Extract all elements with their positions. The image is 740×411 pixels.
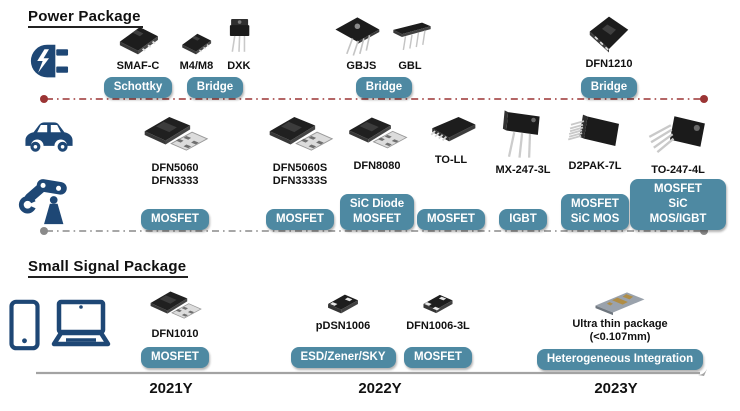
dfn1210-chip-image	[586, 14, 632, 56]
ultra-thin-chip-image	[588, 288, 652, 316]
small-signal-heading: Small Signal Package	[28, 258, 189, 278]
package-name: SMAF-C	[116, 60, 160, 72]
row-separator-red	[38, 93, 710, 105]
package-group-d2pak-7l: D2PAK-7L MOSFET SiC MOS	[559, 110, 631, 230]
package-group-dfn1010: DFN1010 MOSFET	[137, 286, 213, 368]
package-name: TO-247-4L	[651, 164, 705, 176]
package-group-to-ll: TO-LL MOSFET	[416, 110, 486, 230]
smaf-c-chip-image	[109, 18, 167, 58]
pdsn1006-chip-image	[322, 290, 364, 318]
package-type-badge: Bridge	[355, 77, 413, 98]
package-type-badge: MOSFET	[417, 209, 485, 230]
package-group-ultra-thin: Ultra thin package (<0.107mm) Heterogene…	[524, 288, 716, 370]
package-type-badge: Heterogeneous Integration	[536, 349, 704, 370]
package-group-dfn5060: DFN5060 DFN3333 MOSFET	[137, 110, 213, 230]
package-group-m4m8-dxk: M4/M8 DXK Bridge	[174, 14, 256, 98]
gbl-chip-image	[389, 16, 435, 58]
timeline-year-2022: 2022Y	[358, 380, 402, 397]
dfn8080-chip-image	[344, 110, 410, 158]
package-name: TO-LL	[434, 154, 468, 166]
robot-arm-icon	[14, 168, 76, 228]
package-type-badge: ESD/Zener/SKY	[290, 347, 396, 368]
package-type-badge: MOSFET	[404, 347, 472, 368]
mx-247-3l-chip-image	[496, 106, 550, 162]
package-name: DFN1006-3L	[406, 320, 470, 332]
dfn5060-chip-image	[139, 110, 211, 160]
package-name: pDSN1006	[315, 320, 371, 332]
package-group-to-247-4l: TO-247-4L MOSFET SiC MOS/IGBT	[630, 110, 726, 230]
package-type-badge: IGBT	[499, 209, 547, 230]
package-group-gbjs-gbl: GBJS GBL Bridge	[328, 14, 440, 98]
m4m8-chip-image	[174, 26, 218, 58]
package-type-badge: MOSFET SiC MOS	[560, 194, 630, 230]
package-name: GBJS	[346, 60, 377, 72]
package-type-badge: SiC Diode MOSFET	[339, 194, 415, 230]
package-name: GBL	[398, 60, 422, 72]
dfn1006-3l-chip-image	[418, 290, 458, 318]
plug-icon	[20, 38, 78, 84]
package-group-dfn1006-3l: DFN1006-3L MOSFET	[400, 290, 476, 368]
package-name: DXK	[227, 60, 251, 72]
d2pak-7l-chip-image	[565, 110, 625, 158]
car-icon	[20, 112, 78, 158]
package-group-dfn5060s: DFN5060S DFN3333S MOSFET	[262, 110, 338, 230]
to-247-4l-chip-image	[645, 110, 711, 162]
package-name: DFN5060S DFN3333S	[272, 162, 328, 187]
to-ll-chip-image	[421, 110, 481, 152]
package-name: Ultra thin package	[572, 318, 668, 330]
package-name: D2PAK-7L	[568, 160, 622, 172]
package-group-dfn8080: DFN8080 SiC Diode MOSFET	[338, 110, 416, 230]
package-subtext: (<0.107mm)	[589, 330, 651, 343]
dfn5060s-chip-image	[264, 110, 336, 160]
package-name: DFN8080	[353, 160, 401, 172]
timeline-year-2023: 2023Y	[594, 380, 638, 397]
dxk-chip-image	[222, 14, 256, 58]
package-group-dfn1210: DFN1210 Bridge	[568, 14, 650, 98]
package-name: MX-247-3L	[495, 164, 551, 176]
package-type-badge: Schottky	[103, 77, 173, 98]
package-name: DFN1210	[585, 58, 633, 70]
timeline-year-2021: 2021Y	[149, 380, 193, 397]
package-group-pdsn1006: pDSN1006 ESD/Zener/SKY	[288, 290, 398, 368]
gbjs-chip-image	[333, 14, 385, 58]
dfn1010-chip-image	[146, 286, 204, 326]
package-type-badge: MOSFET SiC MOS/IGBT	[630, 179, 726, 230]
package-type-badge: MOSFET	[141, 347, 209, 368]
timeline-axis	[30, 366, 720, 378]
laptop-icon	[46, 297, 116, 351]
smartphone-icon	[8, 299, 41, 351]
package-name: M4/M8	[179, 60, 214, 72]
package-group-smaf-c: SMAF-C Schottky	[98, 18, 178, 98]
package-name: DFN5060 DFN3333	[151, 162, 199, 187]
package-type-badge: MOSFET	[266, 209, 334, 230]
package-type-badge: Bridge	[186, 77, 244, 98]
package-group-mx-247-3l: MX-247-3L IGBT	[487, 106, 559, 230]
package-type-badge: MOSFET	[141, 209, 209, 230]
package-name: DFN1010	[151, 328, 199, 340]
power-package-heading: Power Package	[28, 8, 143, 28]
package-type-badge: Bridge	[580, 77, 638, 98]
